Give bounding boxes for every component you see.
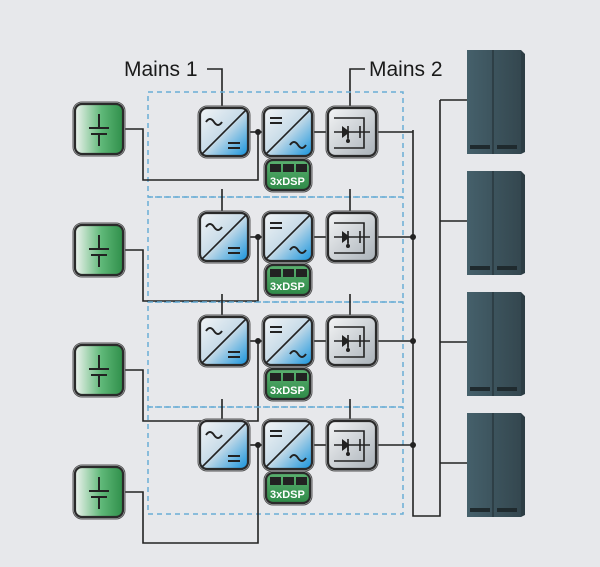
static-switch-icon — [325, 418, 379, 472]
server-cabinet-icon — [440, 171, 525, 275]
ac-dc-rectifier-icon — [197, 210, 251, 264]
static-switch-icon — [325, 210, 379, 264]
ac-dc-rectifier-icon — [197, 418, 251, 472]
battery-icon — [72, 342, 126, 398]
dc-ac-inverter-icon — [261, 314, 315, 368]
ups-module-4: 3xDSP — [72, 399, 416, 544]
battery-icon — [72, 222, 126, 278]
ups-module-3: 3xDSP — [72, 294, 416, 422]
dsp-label: 3xDSP — [270, 281, 305, 293]
mains-1-line — [207, 68, 223, 109]
server-cabinet-icon — [440, 413, 525, 517]
dsp-label: 3xDSP — [270, 176, 305, 188]
dsp-chip-icon: 3xDSP — [263, 470, 313, 506]
ac-dc-rectifier-icon — [197, 105, 251, 159]
dsp-chip-icon: 3xDSP — [263, 262, 313, 298]
module-boundary — [147, 406, 404, 515]
dsp-label: 3xDSP — [270, 385, 305, 397]
battery-icon — [72, 464, 126, 520]
dsp-chip-icon: 3xDSP — [263, 157, 313, 193]
dc-ac-inverter-icon — [261, 210, 315, 264]
ups-module-1: 3xDSP — [72, 91, 413, 198]
server-cabinet-icon — [440, 50, 525, 154]
dsp-label: 3xDSP — [270, 489, 305, 501]
ac-dc-rectifier-icon — [197, 314, 251, 368]
output-bus — [412, 100, 441, 517]
mains-1-label: Mains 1 — [124, 58, 198, 81]
static-switch-icon — [325, 105, 379, 159]
mains-2-line — [349, 68, 365, 109]
server-cabinet-icon — [440, 292, 525, 396]
battery-icon — [72, 101, 126, 157]
ups-module-2: 3xDSP — [72, 189, 416, 303]
static-switch-icon — [325, 314, 379, 368]
dsp-chip-icon: 3xDSP — [263, 366, 313, 402]
mains-2-label: Mains 2 — [369, 58, 443, 81]
dc-ac-inverter-icon — [261, 105, 315, 159]
dc-ac-inverter-icon — [261, 418, 315, 472]
